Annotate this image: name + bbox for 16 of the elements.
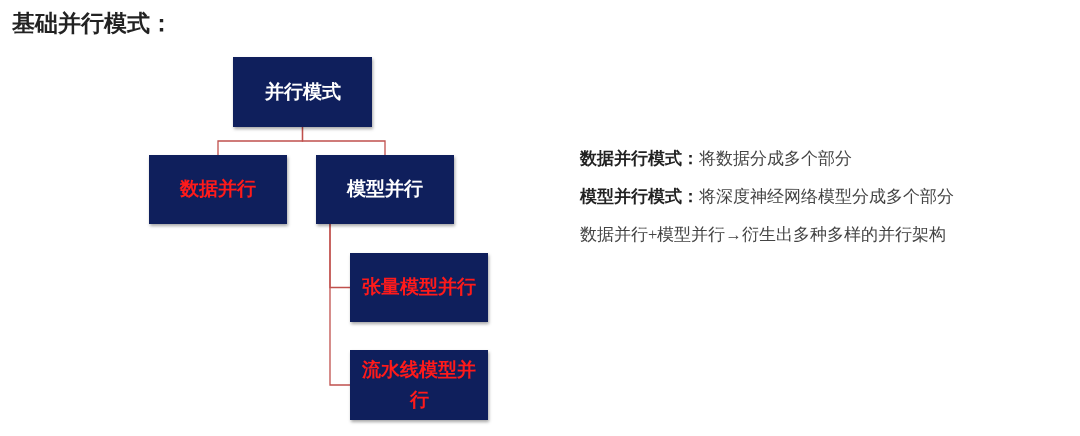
- note-text: 模型并行模式：将深度神经网络模型分成多个部分: [580, 186, 954, 208]
- node-label: 数据并行: [180, 177, 256, 202]
- connector-line: [329, 223, 351, 386]
- node-label: 并行模式: [264, 79, 341, 104]
- note-text: 数据并行模式：将数据分成多个部分: [580, 148, 852, 170]
- connector-line: [301, 126, 386, 156]
- process-box: [149, 155, 287, 224]
- node-label: 张量模型并行: [362, 275, 476, 300]
- title: 基础并行模式：: [12, 9, 173, 38]
- node-label: 模型并行: [347, 177, 423, 202]
- process-box: [316, 155, 454, 224]
- process-box: [233, 57, 372, 127]
- note-text: 数据并行+模型并行→衍生出多种多样的并行架构: [580, 224, 946, 246]
- node-label: 流水线模型并行: [361, 357, 477, 412]
- process-box: [350, 253, 488, 322]
- process-box: [350, 350, 488, 420]
